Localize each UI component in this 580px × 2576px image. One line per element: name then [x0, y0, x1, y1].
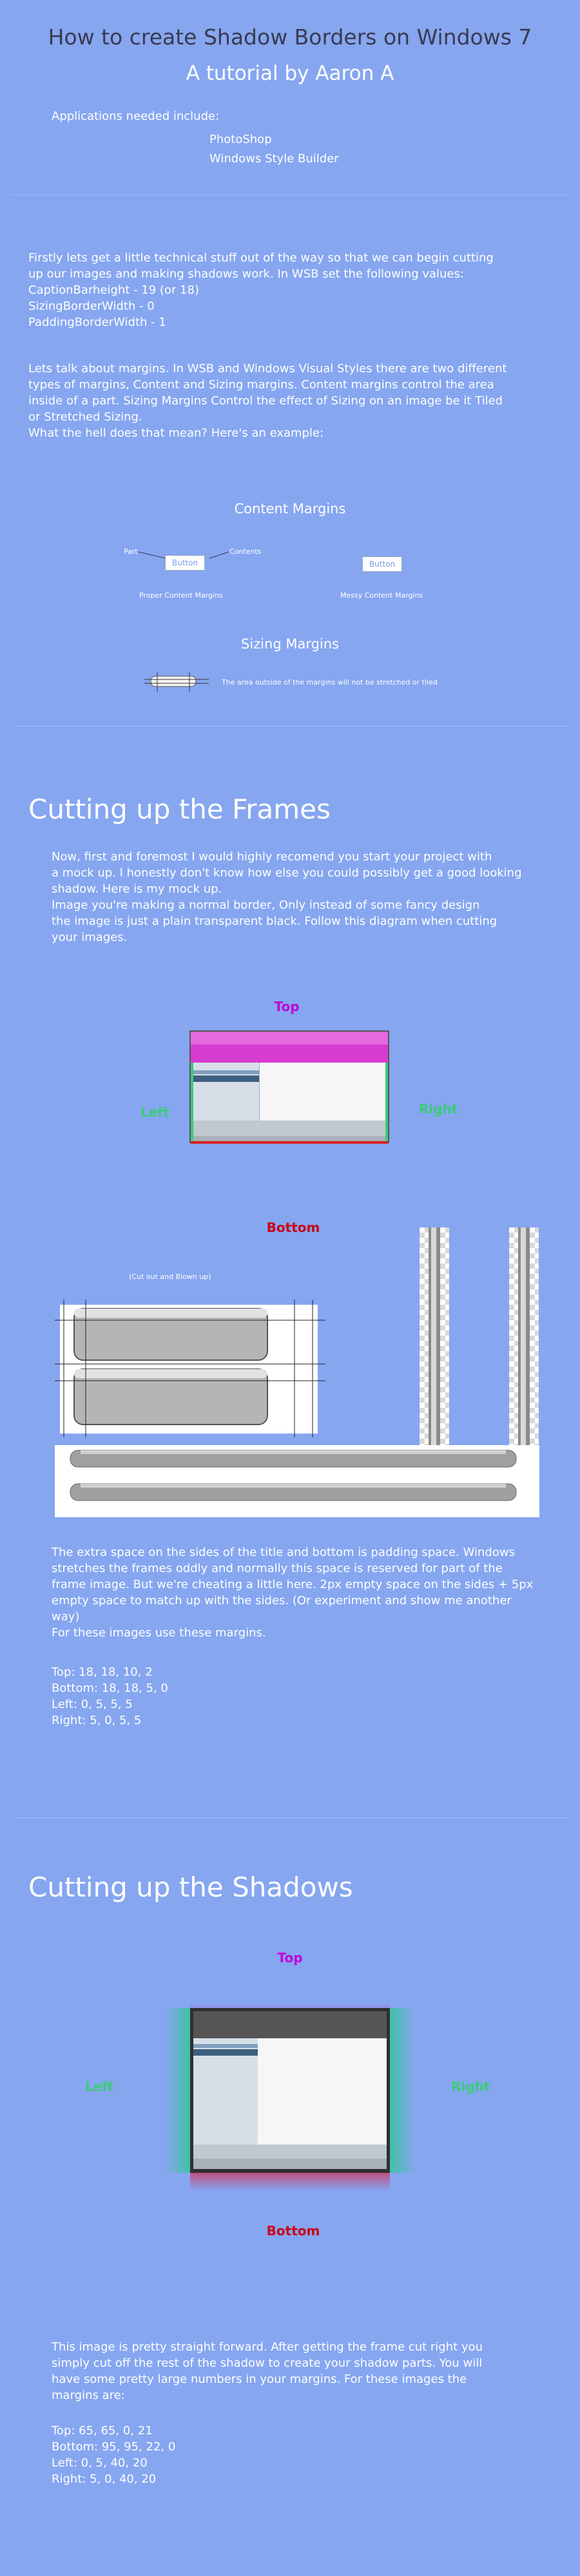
pointer-lines	[139, 551, 229, 559]
shadow-top-label: Top	[277, 1950, 303, 1965]
sizing-margins-heading: Sizing Margins	[240, 636, 339, 652]
frame-left-piece	[420, 1227, 449, 1445]
frames-paragraph-2: The extra space on the sides of the titl…	[52, 1546, 534, 1640]
frames-heading: Cutting up the Frames	[28, 793, 331, 825]
shadows-margins: Top: 65, 65, 0, 21 Bottom: 95, 95, 22, 0…	[52, 2424, 176, 2486]
frame-right-label: Right	[419, 1101, 458, 1117]
proper-caption: Proper Content Margins	[139, 591, 223, 600]
messy-caption: Messy Content Margins	[340, 591, 423, 600]
apps-label: Applications needed include:	[52, 109, 220, 123]
sizing-note: The area outside of the margins will not…	[222, 678, 438, 687]
shadow-mockup	[164, 2003, 416, 2191]
divider	[13, 1817, 567, 1818]
part-label: Part	[124, 547, 138, 556]
content-margins-heading: Content Margins	[234, 501, 346, 516]
shadow-right-label: Right	[451, 2079, 490, 2094]
page-title: How to create Shadow Borders on Windows …	[48, 24, 532, 50]
frames-paragraph-1: Now, first and foremost I would highly r…	[52, 850, 522, 944]
divider	[13, 194, 567, 195]
frames-margins: Top: 18, 18, 10, 2 Bottom: 18, 18, 5, 0 …	[52, 1665, 168, 1727]
frame-top-label: Top	[274, 999, 300, 1014]
page-subtitle: A tutorial by Aaron A	[186, 62, 394, 85]
contents-label: Contents	[229, 547, 262, 556]
frame-bottom-label: Bottom	[266, 1220, 320, 1235]
shadows-heading: Cutting up the Shadows	[28, 1871, 353, 1903]
frame-bottom-piece	[55, 1445, 539, 1517]
intro-paragraph-1: Firstly lets get a little technical stuf…	[28, 251, 494, 329]
app-item-photoshop: PhotoShop	[209, 133, 272, 146]
frame-left-label: Left	[140, 1104, 169, 1120]
cut-note: (Cut out and Blown up)	[129, 1273, 211, 1281]
shadows-paragraph: This image is pretty straight forward. A…	[52, 2340, 483, 2402]
shadow-left-label: Left	[85, 2079, 114, 2094]
frame-cut-top-bottom	[55, 1300, 325, 1437]
frame-right-piece	[509, 1227, 539, 1445]
app-item-wsb: Windows Style Builder	[209, 152, 339, 166]
frame-mockup	[189, 1030, 389, 1144]
sizing-margin-diagram	[144, 672, 209, 692]
shadow-bottom-label: Bottom	[266, 2223, 320, 2239]
intro-paragraph-2: Lets talk about margins. In WSB and Wind…	[28, 362, 507, 440]
messy-margin-button: Button	[362, 556, 402, 572]
proper-margin-button: Button	[165, 555, 205, 571]
